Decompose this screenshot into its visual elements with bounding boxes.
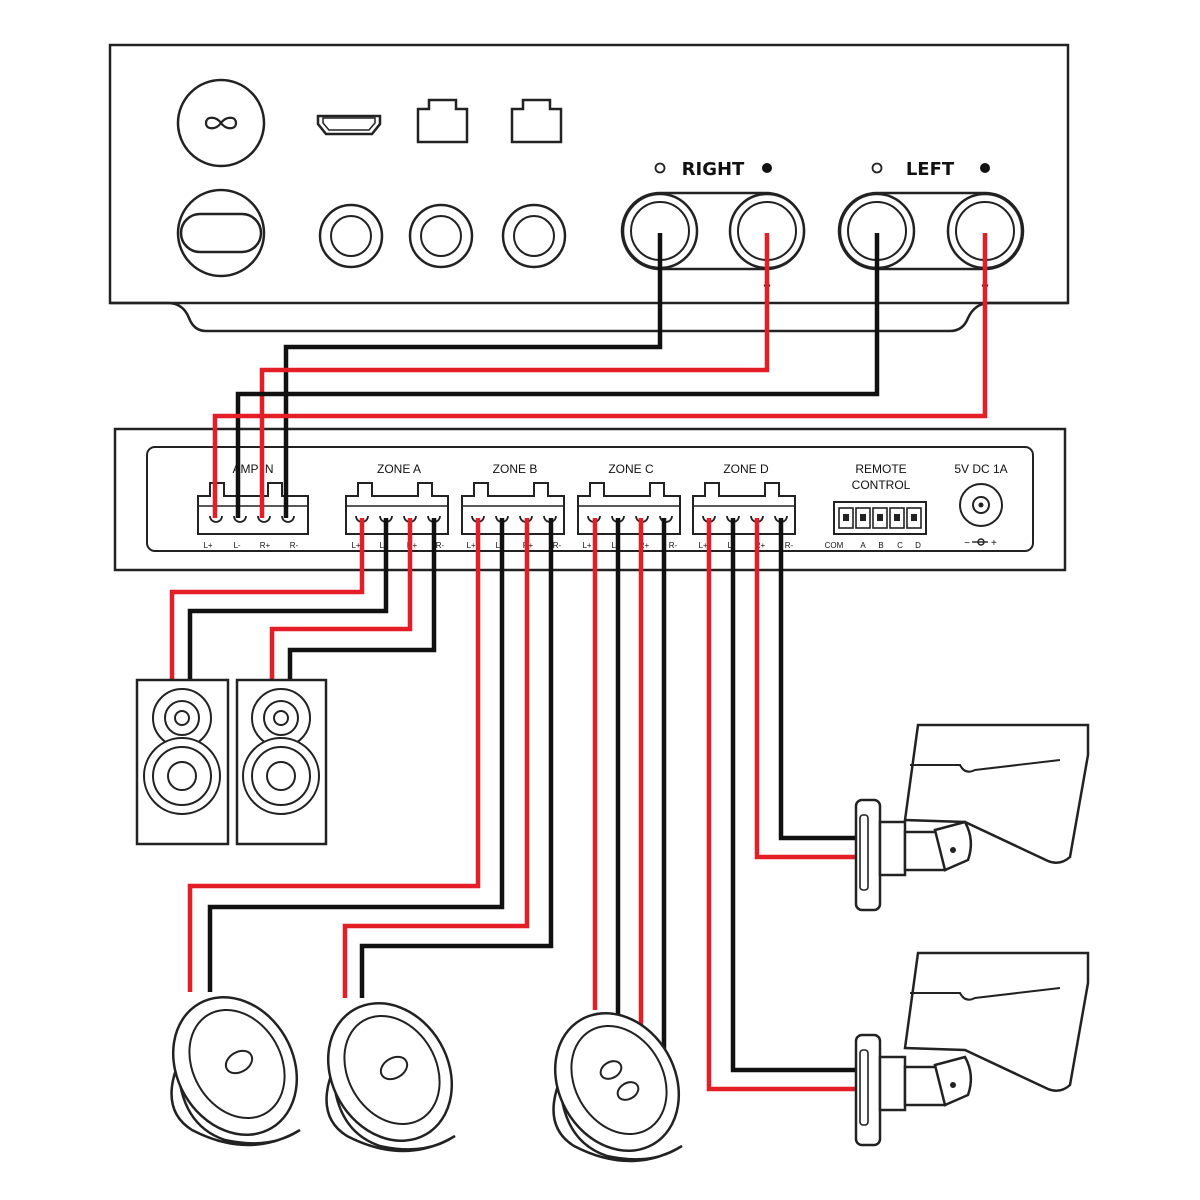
negative-marker-icon (871, 162, 883, 174)
zone-b-label: ZONE B (493, 462, 538, 476)
wire-positive (269, 518, 413, 680)
in-ceiling-speaker-icon (325, 1001, 456, 1153)
polarity-minus: − (964, 538, 970, 549)
outdoor-speaker-icon (854, 951, 1090, 1147)
coax-jack-icon[interactable] (501, 203, 567, 269)
terminal-label: L+ (203, 541, 212, 550)
polarity-plus: + (991, 538, 997, 549)
negative-marker-icon (654, 162, 666, 174)
wire-positive (187, 518, 481, 992)
terminal-label: L- (233, 541, 240, 550)
terminal-label: L+ (698, 541, 707, 550)
right-label: RIGHT (682, 159, 745, 180)
remote-control-terminal[interactable]: REMOTE CONTROL COM A B C D (825, 462, 927, 550)
wire-positive (259, 233, 770, 518)
polarity-icon: − + (964, 538, 997, 549)
wire-positive (169, 518, 365, 680)
in-ceiling-speaker-icon (170, 995, 301, 1147)
zone-d-label: ZONE D (723, 462, 769, 476)
terminal-label: R+ (639, 541, 650, 550)
ethernet-port-icon[interactable] (416, 98, 469, 144)
left-label: LEFT (906, 159, 955, 180)
terminal-label: L- (611, 541, 618, 550)
coax-jack-icon[interactable] (408, 203, 474, 269)
terminal-label: R- (669, 541, 678, 550)
wire-negative (730, 518, 860, 1073)
terminal-label: L+ (466, 541, 475, 550)
power-label: 5V DC 1A (954, 462, 1007, 476)
zone-c-terminal-block[interactable]: ZONE C L+ L- R+ R- (577, 462, 681, 550)
source-amplifier: RIGHT – LEFT – (108, 43, 1070, 333)
terminal-label: R- (436, 541, 445, 550)
coax-jack-icon[interactable] (318, 203, 384, 269)
positive-marker-icon (762, 163, 772, 173)
wire-negative (359, 518, 554, 998)
terminal-label: L+ (582, 541, 591, 550)
outdoor-speaker-icon (854, 723, 1090, 912)
wire-negative (207, 518, 505, 992)
in-ceiling-speaker-icon (552, 1011, 683, 1163)
terminal-label: L+ (351, 541, 360, 550)
terminal-label: L- (495, 541, 502, 550)
terminal-label: R- (785, 541, 794, 550)
right-speaker-output: RIGHT – (620, 159, 806, 294)
zone-a-terminal-block[interactable]: ZONE A L+ L- R+ R- (345, 462, 449, 550)
binding-post-left-negative[interactable] (838, 192, 916, 270)
terminal-label: R- (553, 541, 562, 550)
terminal-label: D (915, 541, 921, 550)
zone-a-label: ZONE A (377, 462, 421, 476)
wire-negative (778, 518, 860, 841)
wire-negative (187, 518, 389, 680)
terminal-label: R+ (260, 541, 271, 550)
speaker-wires (169, 233, 988, 1092)
speaker-selector: AMP IN L+ L- R+ R- ZONE A L+ L- (113, 427, 1067, 572)
infinity-logo-icon (176, 78, 266, 168)
amp-in-terminal-block[interactable]: AMP IN L+ L- R+ R- (197, 462, 309, 550)
wire-negative (287, 518, 437, 680)
zone-c-label: ZONE C (608, 462, 654, 476)
wire-positive (706, 518, 860, 1092)
bookshelf-speaker-icon (135, 678, 230, 846)
wire-positive (212, 233, 988, 518)
hdmi-port-icon[interactable] (316, 114, 382, 136)
remote-label-line2: CONTROL (852, 478, 911, 492)
dc-power-jack[interactable]: 5V DC 1A − + (954, 462, 1007, 549)
terminal-label: L- (379, 541, 386, 550)
bookshelf-speaker-icon (235, 678, 328, 846)
wire-negative (283, 233, 663, 518)
positive-marker-icon (980, 163, 990, 173)
wire-negative (235, 233, 880, 518)
terminal-label: C (897, 541, 903, 550)
binding-post-right-positive[interactable] (728, 192, 806, 270)
left-speaker-output: LEFT – (837, 159, 1025, 294)
optical-port-icon[interactable] (510, 98, 563, 144)
terminal-label: R+ (755, 541, 766, 550)
power-button-icon[interactable] (176, 188, 266, 278)
wire-positive (754, 518, 860, 860)
terminal-label: COM (825, 541, 844, 550)
terminal-label: R- (290, 541, 299, 550)
wire-positive (342, 518, 530, 998)
terminal-label: A (860, 541, 866, 550)
terminal-label: B (878, 541, 883, 550)
remote-label-line1: REMOTE (855, 462, 906, 476)
